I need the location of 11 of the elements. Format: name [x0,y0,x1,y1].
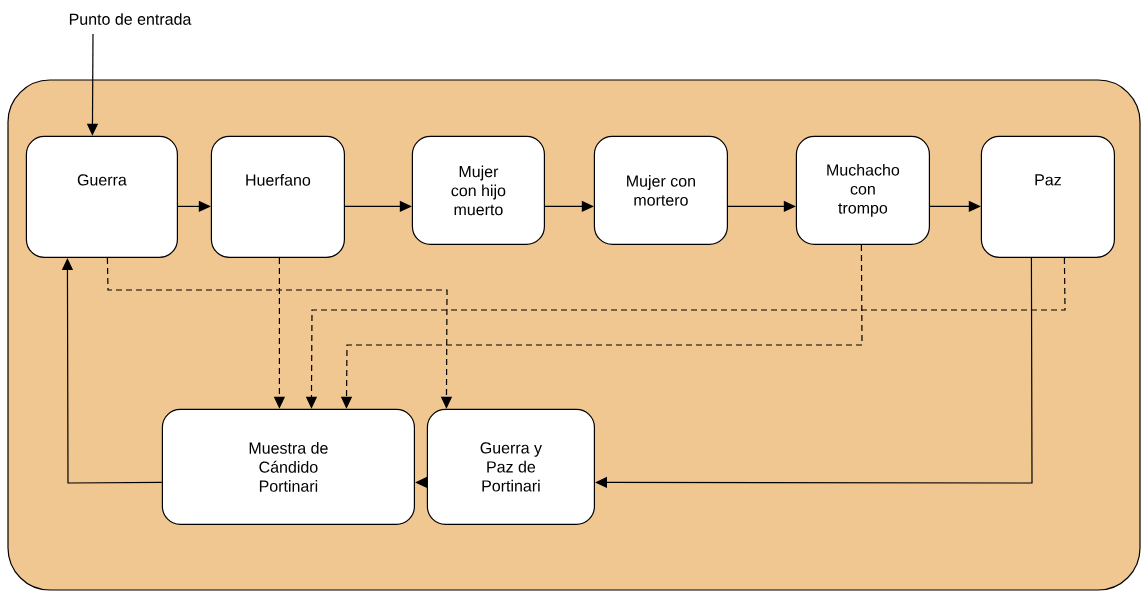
arrow [595,257,1033,489]
process-box: Guerra y Paz de Portinari [426,408,595,525]
process-box: Mujer con mortero [593,135,728,245]
process-box: Huerfano [210,135,345,258]
process-box: Paz [980,135,1115,258]
arrow [61,258,163,484]
process-box: Guerra [25,135,178,258]
process-box: Muestra de Cándido Portinari [161,408,415,525]
process-box: Muchacho con trompo [795,135,930,245]
process-box: Mujer con hijo muerto [411,135,545,245]
entry-label: Punto de entrada [69,13,192,25]
